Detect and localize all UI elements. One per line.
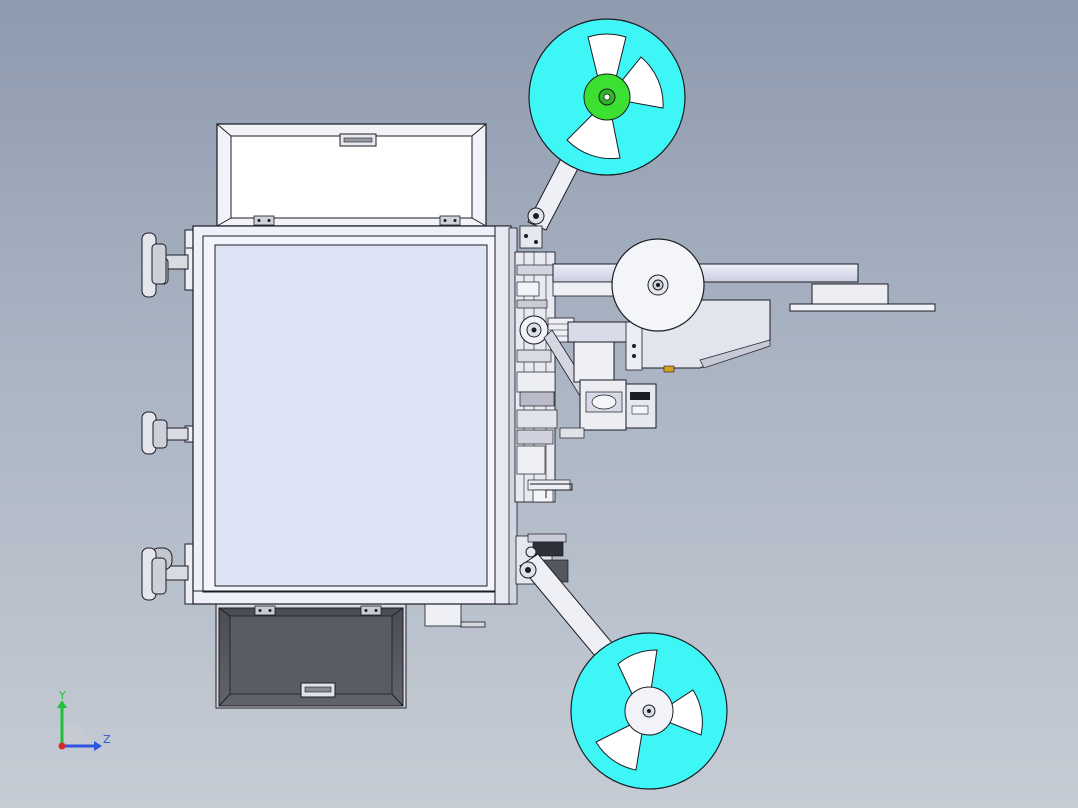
lid-hinge-left [253, 215, 275, 226]
bottom-reel[interactable] [570, 632, 728, 790]
lid-hinge-right [439, 215, 461, 226]
coordinate-triad: Y Z [57, 689, 111, 751]
x-axis-dot [58, 742, 66, 750]
mechanism-frame [514, 251, 591, 593]
foot-bottom [141, 543, 196, 605]
center-roller[interactable] [611, 238, 705, 332]
y-axis-label: Y [58, 689, 66, 702]
foot-middle [141, 411, 196, 455]
leveling-feet [141, 229, 196, 605]
main-cabinet[interactable] [192, 225, 518, 605]
z-axis-label: Z [103, 733, 111, 746]
top-reel[interactable] [528, 18, 686, 176]
front-panel [214, 244, 488, 587]
drawer-hinge-right [360, 605, 382, 616]
bottom-drawer[interactable] [215, 603, 486, 709]
drawer-handle[interactable] [300, 682, 336, 698]
cutter-assembly [530, 379, 657, 498]
drawer-hinge-left [254, 605, 276, 616]
lid-handle[interactable] [339, 133, 377, 147]
top-lid[interactable] [216, 123, 487, 227]
foot-top [141, 229, 196, 298]
bottom-bracket [424, 603, 462, 627]
